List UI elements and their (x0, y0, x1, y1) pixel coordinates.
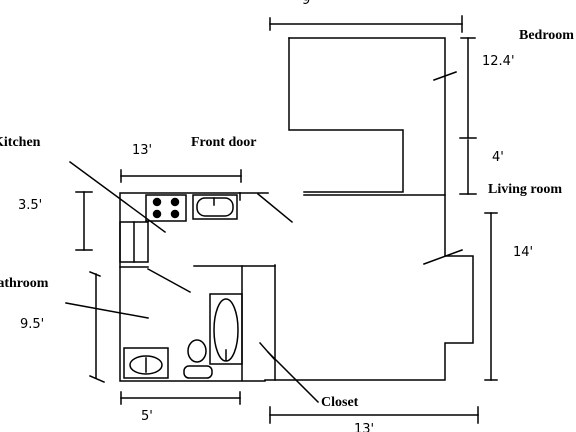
bedroom-width-label: 9' (302, 0, 314, 8)
kitchen-leader (68, 160, 167, 234)
kitchen-wall (119, 192, 266, 382)
dim-tick (89, 375, 105, 383)
bedroom-wall (288, 37, 446, 196)
front-door-label: Front door (191, 135, 257, 150)
living-room-leader (423, 249, 463, 265)
stove-burner-icon (152, 197, 162, 207)
bathroom-sink-basin (129, 355, 163, 375)
stove-burner-icon (170, 197, 180, 207)
bathtub (209, 293, 243, 365)
kitchen-depth-label: 3.5' (18, 198, 43, 213)
stove-burner-icon (170, 209, 180, 219)
living-room-label: Living room (488, 182, 563, 197)
bathtub-basin (213, 298, 239, 362)
kitchen-width-label: 13' (132, 143, 153, 158)
bathroom-leader (65, 302, 149, 319)
bedroom-leader (433, 71, 457, 81)
living-room-wall (264, 194, 474, 381)
bathroom-length-label: 9.5' (20, 317, 45, 332)
kitchen-sink (192, 194, 238, 220)
bathroom-door-swing (146, 267, 192, 294)
bedroom-length-label: 12.4' (482, 54, 515, 69)
bathroom-width-label: 5' (141, 409, 153, 424)
front-door-swing (256, 192, 294, 224)
stove-burner-icon (152, 209, 162, 219)
closet-label: Closet (321, 395, 359, 410)
living-length-label: 14' (513, 245, 534, 260)
stove (145, 194, 187, 222)
passage-length-label: 4' (492, 150, 504, 165)
toilet-bowl (187, 339, 207, 363)
living-width-label: 13' (354, 422, 375, 432)
bedroom-inner-wall (288, 37, 404, 193)
kitchen-sink-basin (196, 197, 234, 217)
toilet-tank (183, 365, 213, 379)
bathroom-label: Bathroom (0, 276, 49, 291)
kitchen-label: Kitchen (0, 135, 41, 150)
closet-leader (266, 350, 320, 404)
dim-tick (89, 271, 101, 277)
bathroom-sink (123, 347, 169, 379)
bedroom-label: Bedroom (519, 28, 574, 43)
